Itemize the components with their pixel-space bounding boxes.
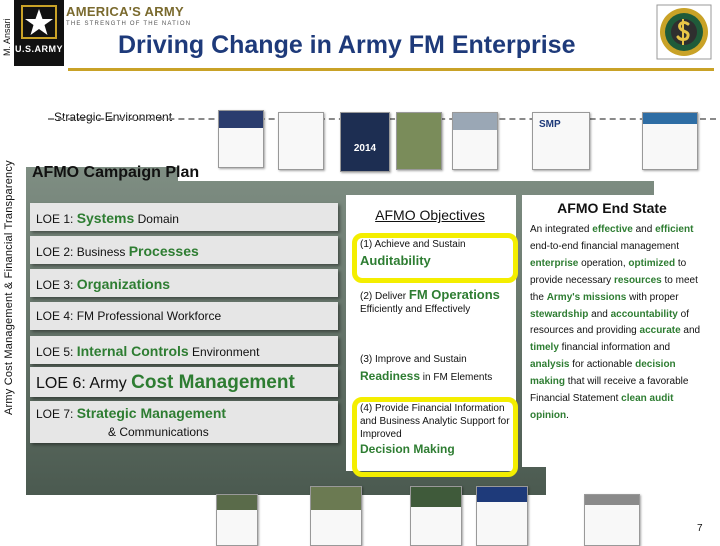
objective-item: (3) Improve and Sustain Readiness in FM …	[360, 353, 510, 384]
strategy-document-thumbnail	[452, 112, 498, 170]
loe-suffix: Domain	[134, 212, 179, 226]
brand-title: AMERICA'S ARMY	[66, 4, 185, 19]
objective-keyword: Decision Making	[360, 442, 455, 456]
brand-subtitle: THE STRENGTH OF THE NATION	[66, 21, 192, 27]
loe-keyword: Processes	[128, 243, 199, 259]
end-state-keyword: timely	[530, 342, 559, 354]
objective-lead: (3) Improve and Sustain	[360, 354, 467, 365]
loe-row: LOE 3: Organizations	[30, 269, 338, 297]
strategy-document-thumbnail	[218, 110, 264, 168]
end-state-segment: to meet the	[530, 274, 698, 303]
page-title: Driving Change in Army FM Enterprise	[118, 31, 576, 59]
loe-keyword: Organizations	[76, 276, 171, 292]
category-label: Army Cost Management & Financial Transpa…	[3, 160, 15, 415]
qdr-document-thumbnail: 2014	[340, 112, 390, 172]
loe-row: LOE 2: Business Processes	[30, 236, 338, 264]
loe-keyword: Strategic Management	[76, 405, 227, 421]
loe-row: LOE 5: Internal Controls Environment	[30, 336, 338, 364]
end-state-segment: that will receive a favorable Financial …	[530, 376, 689, 405]
end-state-keyword: analysis	[530, 359, 570, 371]
loe-row: LOE 6: Army Cost Management	[30, 367, 338, 397]
objective-item: (2) Deliver FM Operations Efficiently an…	[360, 288, 510, 316]
strategy-document-thumbnail	[278, 112, 324, 170]
end-state-title: AFMO End State	[557, 200, 667, 216]
objective-item: (1) Achieve and Sustain Auditability	[360, 238, 510, 267]
strategy-document-thumbnail	[642, 112, 698, 170]
end-state-segment: to provide necessary	[530, 257, 687, 286]
document-thumbnail	[584, 494, 640, 546]
document-thumbnail	[410, 486, 462, 546]
objective-highlight	[352, 397, 518, 477]
loe-row: LOE 7: Strategic Management & Communicat…	[30, 401, 338, 443]
strategic-environment-label: Strategic Environment	[54, 110, 173, 124]
loe-row: LOE 1: Systems Domain	[30, 203, 338, 231]
objective-keyword: FM Operations	[408, 287, 500, 302]
loe-label: LOE 3:	[36, 278, 77, 292]
end-state-keyword: enterprise	[530, 257, 579, 269]
loe-suffix: Environment	[188, 345, 260, 359]
loe-label: LOE 4: FM Professional Workforce	[36, 309, 222, 323]
smp-document-thumbnail: SMP	[532, 112, 590, 170]
header-divider	[68, 68, 714, 71]
end-state-keyword: resources	[613, 274, 662, 286]
objective-tail: Efficiently and Effectively	[360, 304, 471, 315]
army-logo: U.S.ARMY	[14, 0, 64, 66]
loe-label: LOE 5:	[36, 345, 77, 359]
end-state-keyword: efficient	[655, 224, 694, 235]
author-label: M. Ansari	[2, 18, 12, 56]
loe-keyword: Internal Controls	[76, 343, 189, 359]
end-state-segment: .	[566, 409, 569, 421]
end-state-keyword: optimized	[628, 257, 676, 269]
objective-highlight	[352, 233, 518, 283]
end-state-text: An integrated effective and efficient en…	[530, 222, 702, 425]
end-state-segment: operation,	[578, 257, 629, 269]
page-number: 7	[697, 523, 703, 534]
objective-lead: (1) Achieve and Sustain	[360, 239, 466, 250]
thumb-year-text: 2014	[353, 143, 377, 154]
end-state-segment: of resources and providing	[530, 308, 689, 337]
end-state-segment: for actionable	[569, 359, 636, 371]
objective-keyword: Auditability	[360, 253, 431, 268]
end-state-segment: financial information and	[558, 342, 671, 354]
star-icon	[21, 5, 57, 39]
logo-text: U.S.ARMY	[14, 44, 63, 54]
objectives-panel	[346, 195, 516, 471]
objective-lead: (4) Provide Financial Information and Bu…	[360, 403, 510, 440]
objective-lead: (2) Deliver	[360, 291, 409, 302]
end-state-keyword: effective	[592, 224, 633, 235]
loe-label: LOE 6: Army	[36, 375, 132, 392]
end-state-keyword: decision making	[530, 359, 676, 388]
thumb-smp-text: SMP	[539, 119, 561, 130]
campaign-plan-label: AFMO Campaign Plan	[32, 164, 200, 181]
document-thumbnail	[216, 494, 258, 546]
objective-item: (4) Provide Financial Information and Bu…	[360, 402, 510, 456]
end-state-segment: end-to-end financial management	[530, 240, 679, 252]
objective-tail: in FM Elements	[420, 372, 493, 383]
end-state-segment: and	[632, 224, 656, 235]
loe-second-line: & Communications	[108, 425, 209, 439]
army-document-thumbnail	[396, 112, 442, 170]
document-thumbnail	[476, 486, 528, 546]
loe-keyword: Systems	[76, 210, 135, 226]
financial-seal-icon	[656, 4, 712, 60]
end-state-segment: An integrated	[530, 224, 593, 235]
end-state-segment: and	[680, 325, 701, 337]
end-state-panel	[522, 195, 702, 467]
loe-row: LOE 4: FM Professional Workforce	[30, 302, 338, 330]
end-state-keyword: clean audit opinion	[530, 393, 674, 421]
loe-label: LOE 7:	[36, 407, 77, 421]
objectives-title: AFMO Objectives	[375, 207, 485, 223]
end-state-keyword: stewardship	[530, 308, 589, 320]
document-thumbnail	[310, 486, 362, 546]
end-state-segment: with proper	[626, 291, 679, 303]
end-state-keyword: accountability	[610, 308, 678, 320]
end-state-keyword: Army's missions	[546, 291, 627, 303]
loe-label: LOE 2: Business	[36, 245, 129, 259]
end-state-segment: and	[588, 308, 611, 320]
objective-keyword: Readiness	[360, 369, 421, 383]
loe-keyword: Cost Management	[131, 372, 295, 393]
end-state-keyword: accurate	[639, 325, 681, 337]
loe-label: LOE 1:	[36, 212, 77, 226]
